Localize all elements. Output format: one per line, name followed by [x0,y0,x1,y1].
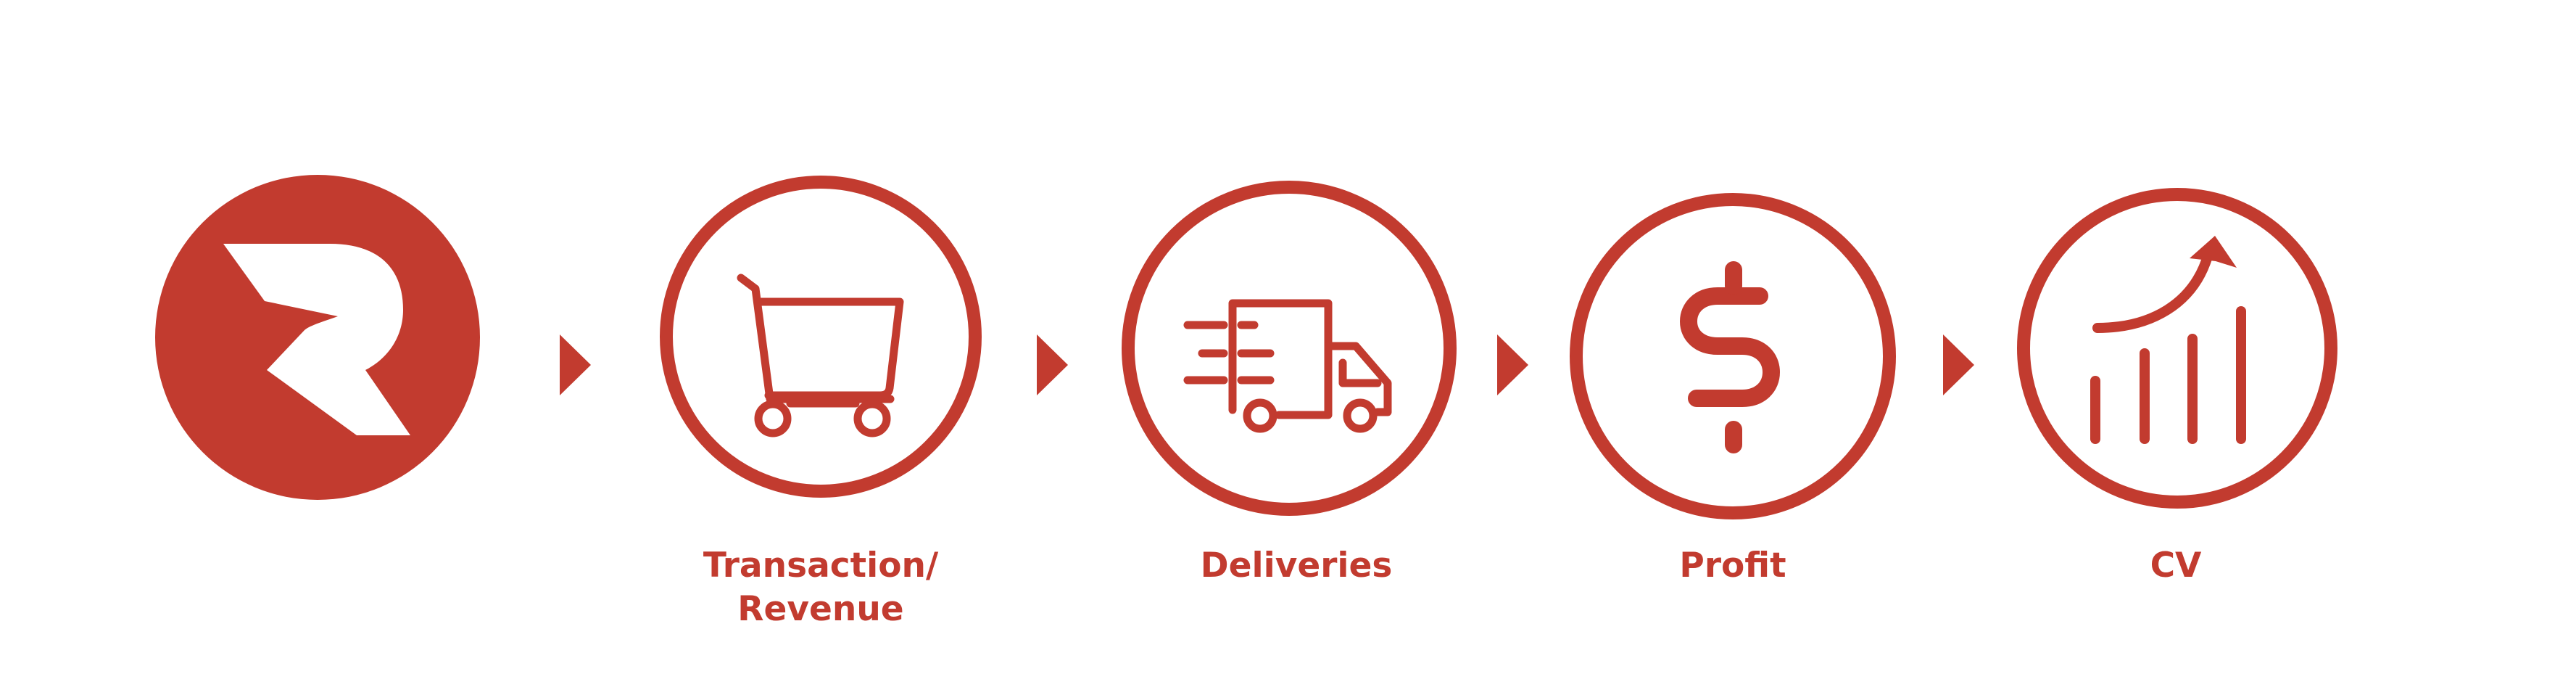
delivery-truck-icon [1183,299,1392,433]
step-label-line: Transaction/ [703,546,939,585]
step-label-line: Deliveries [1200,546,1393,585]
play-arrow-icon [560,334,591,395]
step-label-transaction: Transaction/ Revenue [639,544,1002,631]
step-label-deliveries: Deliveries [1115,544,1478,588]
step-label-line: Revenue [737,589,904,629]
play-arrow-icon [1943,334,1974,395]
step-circle-profit [1570,193,1896,519]
dollar-sign-icon [1680,261,1780,453]
step-label-line: Profit [1679,546,1786,585]
step-circle-transaction [660,176,982,498]
step-label-line: CV [2150,546,2202,585]
shopping-cart-icon [737,274,904,437]
step-circle-deliveries [1122,181,1457,516]
r-logo-icon [155,175,480,500]
step-label-profit: Profit [1552,544,1914,588]
step-label-cv: CV [1995,544,2357,588]
growth-chart-icon [2090,236,2246,444]
step-circle-cv [2017,188,2337,509]
play-arrow-icon [1497,334,1528,395]
play-arrow-icon [1037,334,1068,395]
